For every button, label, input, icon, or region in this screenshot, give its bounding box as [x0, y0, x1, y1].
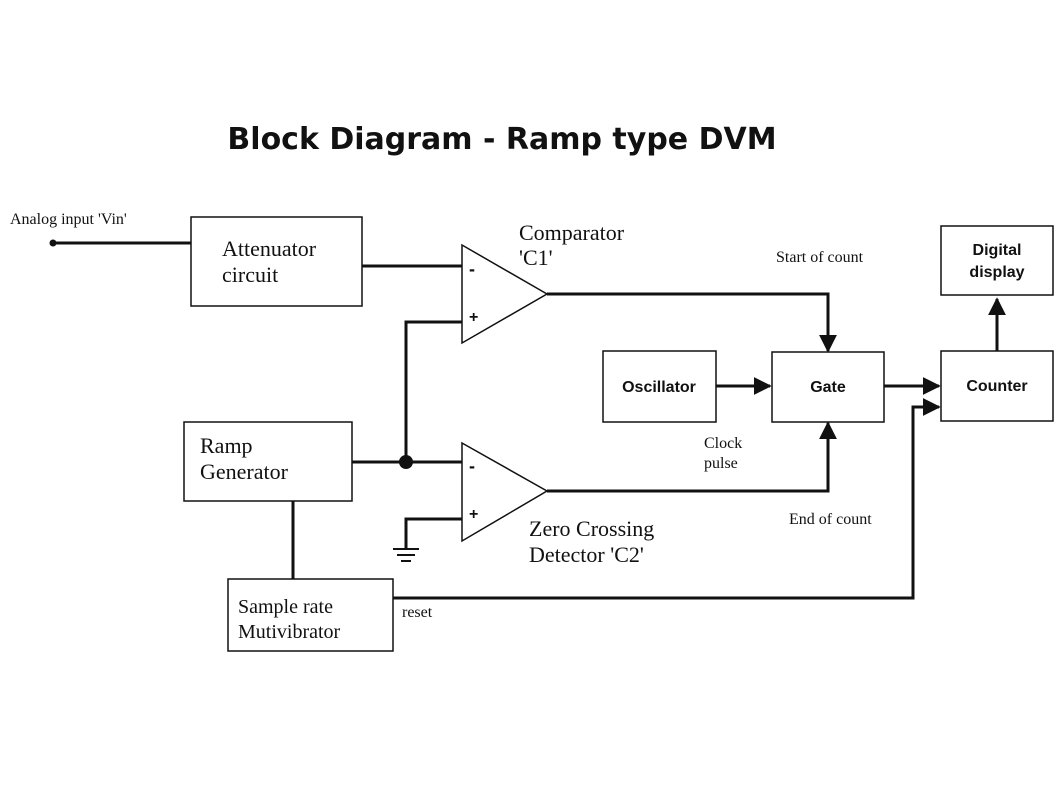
attenuator-label-line2: circuit — [222, 262, 278, 287]
clock-label-line1: Clock — [704, 435, 742, 452]
c1-label-line2: 'C1' — [519, 245, 553, 270]
c2-minus-pin: - — [469, 456, 475, 476]
display-label-line1: Digital — [973, 242, 1022, 259]
c1-plus-pin: + — [469, 309, 478, 326]
oscillator-label: Oscillator — [622, 379, 696, 396]
c2-label-line2: Detector 'C2' — [529, 542, 644, 567]
attenuator-label-line1: Attenuator — [222, 236, 317, 261]
ramp-to-c1-plus-wire — [404, 320, 462, 462]
end-of-count-label: End of count — [789, 511, 872, 528]
start-of-count-label: Start of count — [776, 249, 864, 266]
oscillator-block — [602, 350, 717, 423]
analog-input-label: Analog input 'Vin' — [10, 211, 127, 228]
c1-label-line1: Comparator — [519, 220, 625, 245]
sample-rate-block — [227, 578, 394, 652]
c2-label-line1: Zero Crossing — [529, 516, 654, 541]
reset-wire — [393, 398, 941, 600]
start-of-count-wire — [547, 292, 837, 353]
ground-icon — [393, 548, 419, 562]
gate-label: Gate — [810, 379, 846, 396]
c1-minus-pin: - — [469, 259, 475, 279]
digital-display-block — [940, 225, 1054, 296]
attenuator-block — [190, 216, 363, 307]
ramp-label-line1: Ramp — [200, 433, 253, 458]
display-label-line2: display — [969, 264, 1024, 281]
counter-label: Counter — [966, 378, 1027, 395]
gate-block — [771, 351, 885, 423]
clock-label-line2: pulse — [704, 455, 738, 472]
comparator-c1 — [461, 243, 549, 345]
end-of-count-wire — [547, 421, 837, 493]
sample-label-line1: Sample rate — [238, 596, 333, 618]
ramp-label-line2: Generator — [200, 459, 289, 484]
diagram-title: Block Diagram - Ramp type DVM — [227, 122, 776, 157]
c2-plus-pin: + — [469, 506, 478, 523]
reset-label: reset — [402, 604, 433, 621]
comparator-c2 — [461, 441, 549, 543]
counter-block — [940, 350, 1054, 422]
sample-label-line2: Mutivibrator — [238, 621, 341, 643]
junction-node — [399, 455, 413, 469]
c2-plus-ground-wire — [404, 517, 462, 548]
